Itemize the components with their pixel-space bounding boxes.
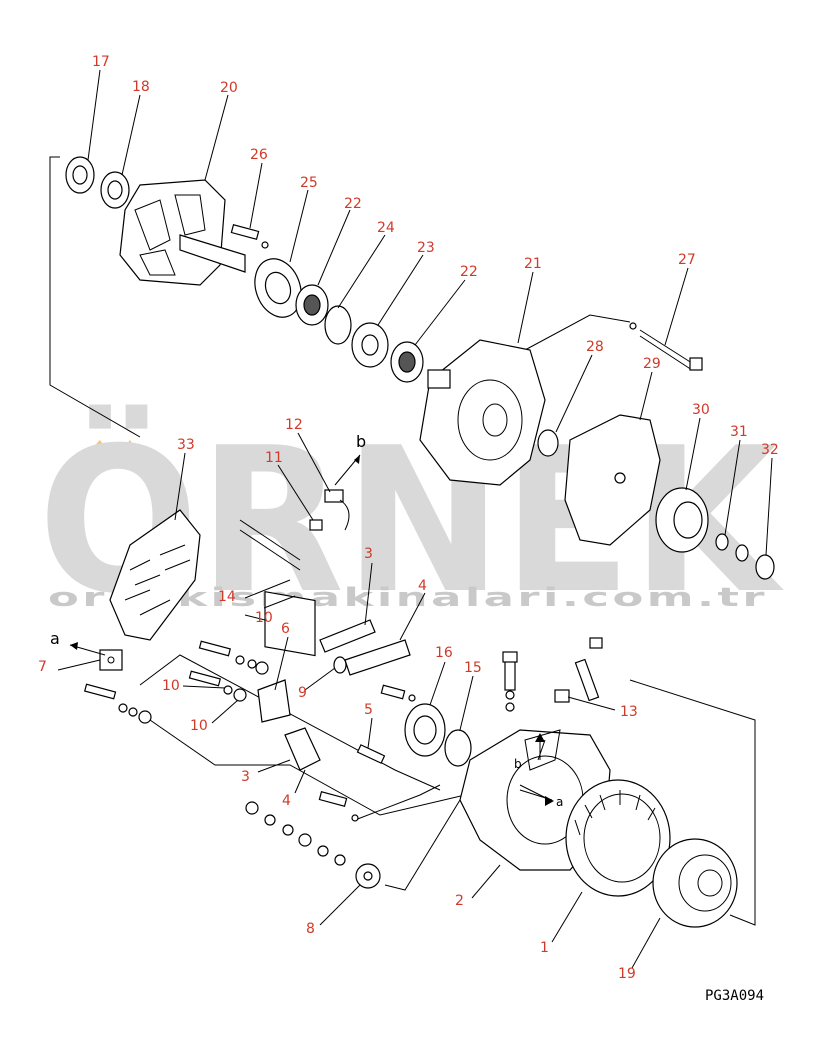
front-bracket-21 — [419, 339, 546, 486]
pulley-30 — [655, 487, 709, 553]
bushing-9 — [333, 656, 347, 674]
bearing-17 — [65, 156, 95, 194]
callout-4-upper: 4 — [418, 578, 427, 594]
pointer-arrow-a-small — [519, 789, 554, 806]
callout-20: 20 — [220, 80, 238, 96]
diode-plate-3-upper — [319, 619, 376, 653]
bearing-22-lower — [390, 341, 424, 383]
pointer-arrow-a-top — [69, 642, 106, 656]
drawing-code: PG3A094 — [705, 988, 764, 1004]
watermark-accent-left — [86, 440, 110, 455]
oring-15 — [444, 729, 472, 767]
callout-1: 1 — [540, 940, 549, 956]
bearing-22-upper — [295, 284, 329, 326]
bolt-27 — [629, 322, 703, 371]
bearing-23 — [351, 322, 389, 368]
bolt-lower — [318, 791, 359, 822]
regulator-14 — [239, 519, 316, 657]
bolt-26 — [230, 224, 269, 249]
pointer-arrow-b-top — [334, 454, 361, 486]
callout-6: 6 — [281, 621, 290, 637]
callout-4-lower: 4 — [282, 793, 291, 809]
callout-2: 2 — [455, 893, 464, 909]
callout-29: 29 — [643, 356, 661, 372]
watermark-accent-right — [118, 440, 140, 455]
callout-3-upper: 3 — [364, 546, 373, 562]
spacer-18 — [100, 171, 130, 209]
callout-labels: 17 18 20 26 25 22 24 23 22 21 27 28 29 3… — [38, 54, 779, 982]
callout-10-lower: 10 — [190, 718, 208, 734]
diode-plate-3-lower — [284, 727, 321, 771]
callout-22-lower: 22 — [460, 264, 478, 280]
nut-32 — [755, 554, 775, 580]
callout-23: 23 — [417, 240, 435, 256]
pointer-label-a-top: a — [50, 629, 60, 648]
callout-17: 17 — [92, 54, 110, 70]
callout-9: 9 — [298, 685, 307, 701]
terminal-6 — [257, 679, 291, 723]
pointer-label-a-small: a — [556, 795, 563, 809]
pointer-arrow-b-small — [535, 733, 545, 760]
pointer-label-b-top: b — [356, 432, 366, 451]
callout-10-middle: 10 — [162, 678, 180, 694]
block-7 — [99, 649, 123, 671]
bearing-retainer-16 — [404, 703, 446, 757]
bolt-10-row — [198, 640, 269, 675]
callout-33: 33 — [177, 437, 195, 453]
callout-11: 11 — [265, 450, 283, 466]
collar-28 — [537, 429, 559, 457]
connector-12 — [324, 489, 350, 531]
washer-31b — [735, 544, 749, 562]
oring-24 — [324, 305, 352, 345]
bolt-13-stack — [502, 637, 603, 712]
nut-washer-stack — [245, 801, 346, 866]
assembly-frame-lines — [49, 156, 756, 926]
callout-15: 15 — [464, 660, 482, 676]
bolt-10-row-2 — [188, 670, 247, 702]
callout-10-upper: 10 — [255, 610, 273, 626]
callout-31: 31 — [730, 424, 748, 440]
callout-14: 14 — [218, 589, 236, 605]
callout-21: 21 — [524, 256, 542, 272]
pointer-label-b-small: b — [514, 757, 522, 771]
callout-8: 8 — [306, 921, 315, 937]
stator-1 — [565, 779, 671, 897]
connector-11 — [309, 519, 323, 531]
callout-25: 25 — [300, 175, 318, 191]
callout-7: 7 — [38, 659, 47, 675]
leader-lines — [57, 69, 773, 969]
callout-24: 24 — [377, 220, 395, 236]
screw-9b — [380, 684, 416, 702]
callout-13: 13 — [620, 704, 638, 720]
callout-22-upper: 22 — [344, 196, 362, 212]
washer-31 — [715, 533, 729, 551]
callout-16: 16 — [435, 645, 453, 661]
diode-plate-4-upper — [344, 639, 411, 676]
callout-18: 18 — [132, 79, 150, 95]
callout-3-lower: 3 — [241, 769, 250, 785]
bushing-8 — [355, 863, 381, 889]
callout-30: 30 — [692, 402, 710, 418]
bolt-10-row-3 — [83, 683, 152, 724]
rear-cover-33 — [109, 509, 201, 641]
fan-29 — [564, 414, 661, 546]
callout-26: 26 — [250, 147, 268, 163]
rotor-20 — [119, 179, 246, 286]
callout-28: 28 — [586, 339, 604, 355]
callout-32: 32 — [761, 442, 779, 458]
callout-12: 12 — [285, 417, 303, 433]
callout-27: 27 — [678, 252, 696, 268]
callout-5: 5 — [364, 702, 373, 718]
pulley-19 — [652, 838, 738, 928]
callout-19: 19 — [618, 966, 636, 982]
screw-5 — [356, 744, 386, 764]
bearing-cover-25 — [254, 258, 302, 318]
